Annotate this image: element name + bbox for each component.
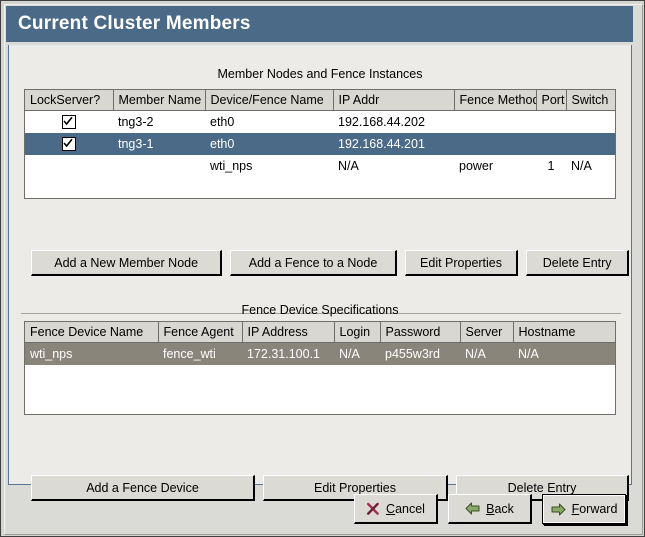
cell-fence-method[interactable] xyxy=(454,111,536,133)
back-label: Back xyxy=(486,502,514,516)
cell-port[interactable]: 1 xyxy=(547,158,555,173)
page-title: Current Cluster Members xyxy=(18,13,251,34)
cell-switch[interactable] xyxy=(566,133,615,155)
cell-switch[interactable]: N/A xyxy=(571,158,592,173)
cell-lockserver[interactable] xyxy=(25,111,113,133)
content-panel: Member Nodes and Fence Instances LockSer… xyxy=(8,45,632,501)
table-row[interactable]: wti_nps N/A power 1 N/A xyxy=(25,155,615,177)
cell-login[interactable]: N/A xyxy=(339,346,360,361)
cancel-label-rest: ancel xyxy=(395,501,425,516)
cell-lockserver[interactable] xyxy=(25,133,113,155)
table-row[interactable]: tng3-2 eth0 192.168.44.202 xyxy=(25,111,615,133)
forward-mnemonic: F xyxy=(571,502,580,516)
section-divider xyxy=(21,313,621,314)
col-header-fence-device-name[interactable]: Fence Device Name xyxy=(25,322,159,343)
table-header-row: LockServer? Member Name Device/Fence Nam… xyxy=(25,90,615,111)
add-fence-to-node-button[interactable]: Add a Fence to a Node xyxy=(230,250,397,276)
cell-fence-method[interactable] xyxy=(454,133,536,155)
cell-password[interactable]: p455w3rd xyxy=(385,346,440,361)
wizard-navigation-bar: Cancel Back Forward xyxy=(8,491,632,527)
col-header-hostname[interactable]: Hostname xyxy=(513,322,615,343)
titlebar: Current Cluster Members xyxy=(6,6,633,42)
col-header-fence-agent[interactable]: Fence Agent xyxy=(158,322,243,343)
fence-devices-grid: Fence Device Name Fence Agent IP Address… xyxy=(25,322,615,365)
table-header-row: Fence Device Name Fence Agent IP Address… xyxy=(25,322,615,343)
back-label-rest: ack xyxy=(494,501,514,516)
fence-section-title: Fence Device Specifications xyxy=(241,303,399,317)
member-nodes-table[interactable]: LockServer? Member Name Device/Fence Nam… xyxy=(24,89,616,199)
cancel-label: Cancel xyxy=(386,502,425,516)
fence-devices-table[interactable]: Fence Device Name Fence Agent IP Address… xyxy=(24,321,616,415)
add-new-member-node-button[interactable]: Add a New Member Node xyxy=(31,250,223,276)
lockserver-checkbox[interactable] xyxy=(62,136,76,151)
cell-device-fence-name[interactable]: wti_nps xyxy=(210,158,253,173)
table-row[interactable]: tng3-1 eth0 192.168.44.201 xyxy=(25,132,615,155)
cell-ip-addr[interactable]: 192.168.44.202 xyxy=(338,114,425,129)
col-header-device-fence-name[interactable]: Device/Fence Name xyxy=(205,90,334,111)
cell-ip-address[interactable]: 172.31.100.1 xyxy=(247,346,320,361)
forward-label-rest: orward xyxy=(579,502,618,516)
cell-ip-addr[interactable]: N/A xyxy=(338,158,359,173)
cancel-button[interactable]: Cancel xyxy=(354,494,438,524)
cell-device-fence-name[interactable]: eth0 xyxy=(210,136,235,151)
cell-fence-method[interactable]: power xyxy=(459,158,494,173)
arrow-right-icon xyxy=(551,503,566,516)
cell-lockserver[interactable] xyxy=(25,155,113,177)
col-header-fence-method[interactable]: Fence Method xyxy=(454,90,537,111)
cell-device-fence-name[interactable]: eth0 xyxy=(210,114,235,129)
col-header-port[interactable]: Port xyxy=(536,90,567,111)
cell-port[interactable] xyxy=(536,133,566,155)
cell-switch[interactable] xyxy=(566,111,615,133)
col-header-server[interactable]: Server xyxy=(460,322,514,343)
cell-fence-agent[interactable]: fence_wti xyxy=(163,346,216,361)
cell-member-name[interactable] xyxy=(113,155,205,177)
cell-hostname[interactable]: N/A xyxy=(518,346,539,361)
col-header-ip-addr[interactable]: IP Addr xyxy=(333,90,455,111)
col-header-ip-address[interactable]: IP Address xyxy=(242,322,335,343)
forward-label: Forward xyxy=(572,502,618,516)
cell-fence-device-name[interactable]: wti_nps xyxy=(30,346,73,361)
member-actions-toolbar: Add a New Member Node Add a Fence to a N… xyxy=(31,250,629,276)
col-header-password[interactable]: Password xyxy=(380,322,461,343)
arrow-left-icon xyxy=(465,502,480,515)
col-header-member-name[interactable]: Member Name xyxy=(113,90,206,111)
forward-button[interactable]: Forward xyxy=(542,494,626,524)
cell-member-name[interactable]: tng3-2 xyxy=(118,114,154,129)
members-section-title: Member Nodes and Fence Instances xyxy=(217,67,423,81)
edit-member-properties-button[interactable]: Edit Properties xyxy=(404,250,519,276)
cell-ip-addr[interactable]: 192.168.44.201 xyxy=(338,136,425,151)
cancel-x-icon xyxy=(366,502,380,516)
col-header-switch[interactable]: Switch xyxy=(566,90,615,111)
cell-server[interactable]: N/A xyxy=(465,346,486,361)
delete-member-entry-button[interactable]: Delete Entry xyxy=(526,250,629,276)
back-button[interactable]: Back xyxy=(448,494,532,524)
add-fence-device-button[interactable]: Add a Fence Device xyxy=(31,475,255,501)
cell-member-name[interactable]: tng3-1 xyxy=(118,136,154,151)
col-header-lockserver[interactable]: LockServer? xyxy=(25,90,114,111)
cancel-mnemonic: C xyxy=(386,501,396,516)
table-row[interactable]: wti_nps fence_wti 172.31.100.1 N/A p455w… xyxy=(25,342,615,365)
member-nodes-grid: LockServer? Member Name Device/Fence Nam… xyxy=(25,90,615,177)
cell-port[interactable] xyxy=(536,111,566,133)
col-header-login[interactable]: Login xyxy=(334,322,381,343)
back-mnemonic: B xyxy=(486,501,495,516)
lockserver-checkbox[interactable] xyxy=(62,115,76,130)
